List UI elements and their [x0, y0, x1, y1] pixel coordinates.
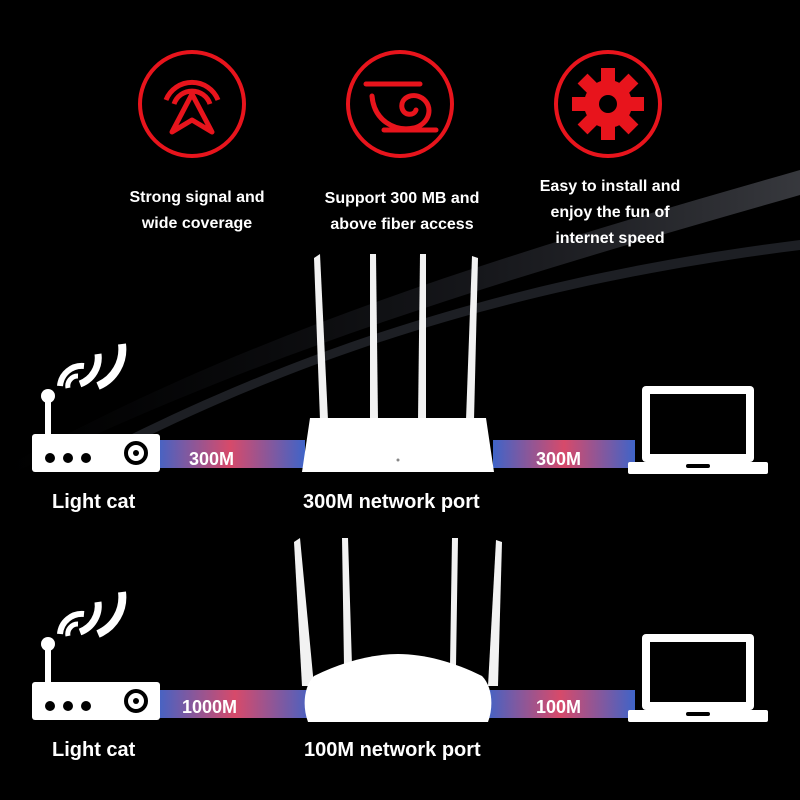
speed-label-top-left: 300M — [189, 449, 235, 469]
laptop-icon — [628, 634, 768, 722]
modem-label-top: Light cat — [52, 491, 136, 513]
cable-router-laptop-bottom — [485, 690, 635, 718]
laptop-icon — [628, 386, 768, 474]
router-label-bottom: 100M network port — [304, 739, 481, 761]
cable-router-laptop-top — [493, 440, 635, 468]
speed-label-bottom-right: 100M — [536, 697, 582, 717]
speed-label-bottom-left: 1000M — [182, 697, 238, 717]
router-icon — [294, 538, 502, 722]
fiber-icon — [346, 50, 454, 158]
cable-modem-router-bottom — [155, 690, 315, 718]
modem-icon — [32, 343, 160, 472]
router-label-top: 300M network port — [303, 491, 480, 513]
signal-icon — [138, 50, 246, 158]
modem-icon — [32, 591, 160, 720]
gear-icon — [554, 50, 662, 158]
modem-label-bottom: Light cat — [52, 739, 136, 761]
router-icon — [302, 254, 494, 472]
cable-modem-router-top — [155, 440, 305, 468]
feature-caption-fiber: Support 300 MB and above fiber access — [324, 190, 480, 233]
feature-caption-signal: Strong signal and wide coverage — [129, 189, 265, 232]
speed-label-top-right: 300M — [536, 449, 582, 469]
feature-caption-install: Easy to install and enjoy the fun of int… — [539, 178, 681, 247]
